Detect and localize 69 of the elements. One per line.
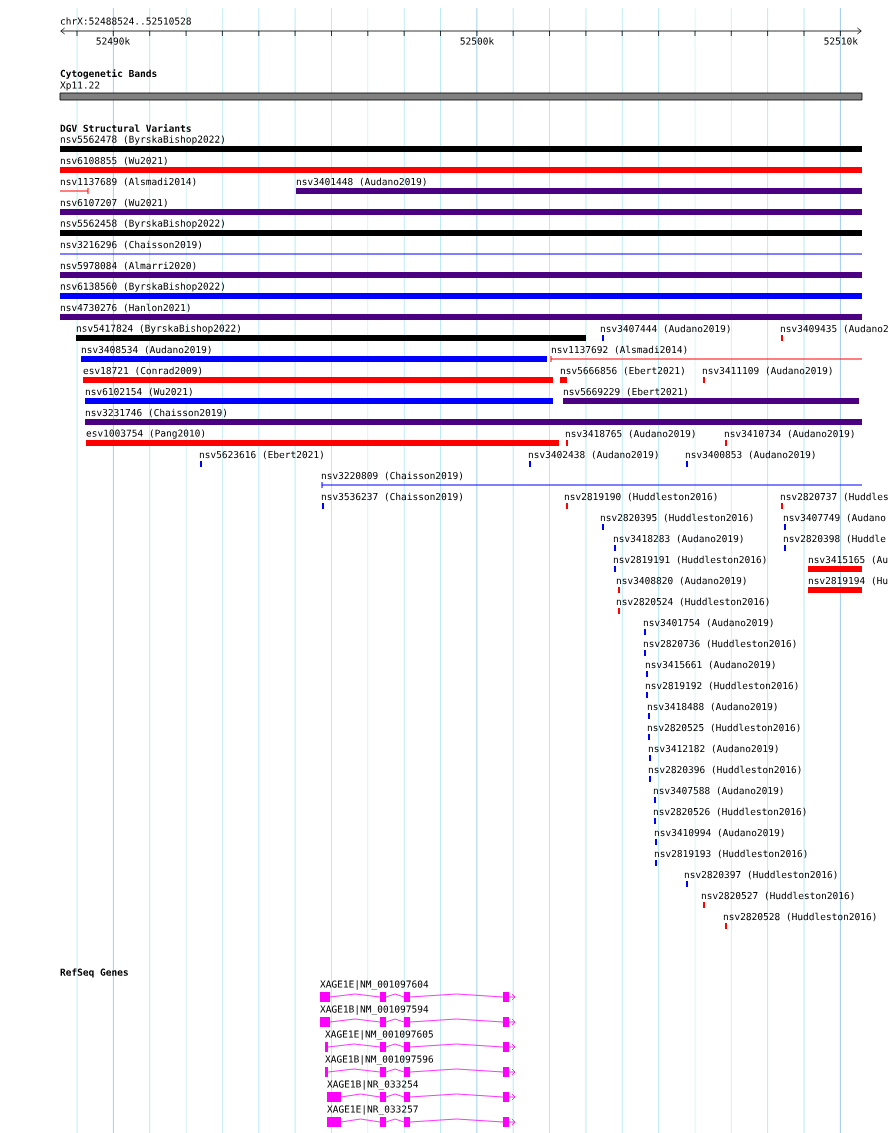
feature-label: nsv3407749 (Audano bbox=[783, 513, 886, 523]
feature-label: nsv3412182 (Audano2019) bbox=[648, 744, 778, 754]
feature-label: nsv3410734 (Audano2019) bbox=[724, 429, 854, 439]
feature-label: nsv6108855 (Wu2021) bbox=[60, 156, 167, 166]
feature-label: nsv2820397 (Huddleston2016) bbox=[684, 870, 837, 880]
feature-label: nsv2820528 (Huddleston2016) bbox=[723, 912, 876, 922]
feature-label: nsv4730276 (Hanlon2021) bbox=[60, 303, 190, 313]
feature-label: nsv5417824 (ByrskaBishop2022) bbox=[76, 324, 240, 334]
feature-label: nsv2819194 (Hu bbox=[808, 576, 888, 586]
feature-label: nsv3408820 (Audano2019) bbox=[616, 576, 746, 586]
feature-label: nsv5666856 (Ebert2021) bbox=[560, 366, 684, 376]
feature-label: nsv2820525 (Huddleston2016) bbox=[647, 723, 800, 733]
feature-label: nsv2820526 (Huddleston2016) bbox=[653, 807, 806, 817]
feature-label: nsv3409435 (Audano2 bbox=[780, 324, 888, 334]
feature-label: nsv2820396 (Huddleston2016) bbox=[648, 765, 801, 775]
feature-label: nsv6107207 (Wu2021) bbox=[60, 198, 167, 208]
feature-label: nsv2820395 (Huddleston2016) bbox=[600, 513, 753, 523]
gene-label: XAGE1B|NM_001097596 bbox=[325, 1055, 434, 1065]
feature-label: nsv3418283 (Audano2019) bbox=[613, 534, 743, 544]
feature-label: esv1003754 (Pang2010) bbox=[86, 429, 205, 439]
feature-label: nsv2820736 (Huddleston2016) bbox=[643, 639, 796, 649]
feature-label: nsv5562458 (ByrskaBishop2022) bbox=[60, 219, 224, 229]
feature-label: nsv3410994 (Audano2019) bbox=[654, 828, 784, 838]
gene-label: XAGE1B|NM_001097594 bbox=[320, 1005, 429, 1015]
feature-label: nsv3231746 (Chaisson2019) bbox=[85, 408, 226, 418]
coordinate-label: chrX:52488524..52510528 bbox=[60, 17, 191, 25]
feature-label: nsv2819192 (Huddleston2016) bbox=[645, 681, 798, 691]
feature-label: nsv2819191 (Huddleston2016) bbox=[613, 555, 766, 565]
feature-label: nsv2820737 (Huddles bbox=[780, 492, 888, 502]
tick-label: 52490k bbox=[96, 37, 130, 45]
feature-label: nsv3407588 (Audano2019) bbox=[653, 786, 783, 796]
track-title: Cytogenetic Bands bbox=[60, 69, 157, 79]
tick-label: 52500k bbox=[460, 37, 494, 45]
gene-label: XAGE1B|NR_033254 bbox=[327, 1080, 419, 1090]
feature-label: nsv5623616 (Ebert2021) bbox=[199, 450, 323, 460]
feature-label: nsv3536237 (Chaisson2019) bbox=[321, 492, 462, 502]
feature-label: nsv2820524 (Huddleston2016) bbox=[616, 597, 769, 607]
feature-label: nsv5562478 (ByrskaBishop2022) bbox=[60, 135, 224, 145]
feature-label: nsv3402438 (Audano2019) bbox=[528, 450, 658, 460]
feature-label: nsv3400853 (Audano2019) bbox=[685, 450, 815, 460]
feature-label: esv18721 (Conrad2009) bbox=[83, 366, 202, 376]
feature-label: nsv6102154 (Wu2021) bbox=[85, 387, 192, 397]
tick-label: 52510k bbox=[824, 37, 858, 45]
feature-label: nsv3418765 (Audano2019) bbox=[565, 429, 695, 439]
feature-label: nsv2819193 (Huddleston2016) bbox=[654, 849, 807, 859]
gene-label: XAGE1E|NM_001097604 bbox=[320, 980, 429, 990]
feature-label: nsv1137689 (Alsmadi2014) bbox=[60, 177, 196, 187]
feature-label: nsv3220809 (Chaisson2019) bbox=[321, 471, 462, 481]
feature-label: nsv3415661 (Audano2019) bbox=[645, 660, 775, 670]
band-label: Xp11.22 bbox=[60, 81, 100, 91]
feature-label: nsv2820527 (Huddleston2016) bbox=[701, 891, 854, 901]
feature-label: nsv3408534 (Audano2019) bbox=[81, 345, 211, 355]
feature-label: nsv2820398 (Huddle bbox=[783, 534, 886, 544]
track-title: RefSeq Genes bbox=[60, 968, 128, 978]
feature-label: nsv3415165 (Au bbox=[808, 555, 888, 565]
feature-label: nsv3216296 (Chaisson2019) bbox=[60, 240, 201, 250]
feature-label: nsv1137692 (Alsmadi2014) bbox=[551, 345, 687, 355]
feature-label: nsv2819190 (Huddleston2016) bbox=[564, 492, 717, 502]
feature-label: nsv3418488 (Audano2019) bbox=[647, 702, 777, 712]
feature-label: nsv5669229 (Ebert2021) bbox=[563, 387, 687, 397]
feature-label: nsv3401754 (Audano2019) bbox=[643, 618, 773, 628]
feature-label: nsv3407444 (Audano2019) bbox=[600, 324, 730, 334]
gene-label: XAGE1E|NM_001097605 bbox=[325, 1030, 433, 1040]
gene-label: XAGE1E|NR_033257 bbox=[327, 1105, 418, 1115]
feature-label: nsv6138560 (ByrskaBishop2022) bbox=[60, 282, 224, 292]
feature-label: nsv5978084 (Almarri2020) bbox=[60, 261, 196, 271]
track-title: DGV Structural Variants bbox=[60, 124, 191, 132]
feature-label: nsv3411109 (Audano2019) bbox=[702, 366, 832, 376]
feature-label: nsv3401448 (Audano2019) bbox=[296, 177, 426, 187]
